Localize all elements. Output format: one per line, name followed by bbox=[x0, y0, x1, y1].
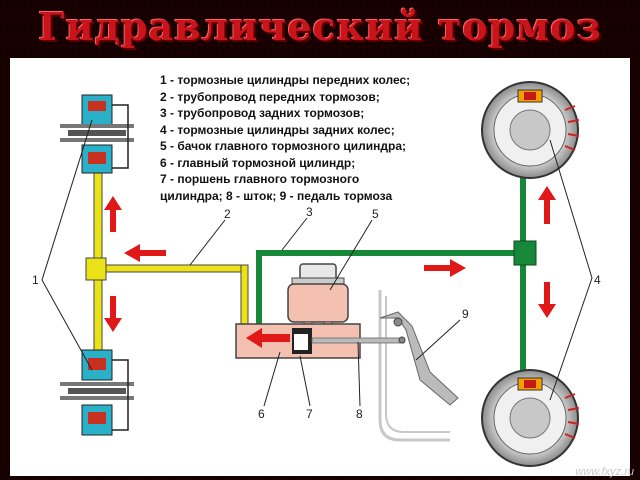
legend-line: 5 - бачок главного тормозного цилиндра; bbox=[160, 139, 406, 153]
front-tee-fitting bbox=[85, 257, 107, 281]
legend-line: 4 - тормозные цилиндры задних колес; bbox=[160, 122, 395, 137]
arrow-down-front bbox=[104, 296, 122, 332]
legend-line: 7 - поршень главного тормозного bbox=[160, 172, 360, 186]
callout-3: 3 bbox=[306, 205, 313, 219]
arrow-down-rear bbox=[538, 282, 556, 318]
pedal-outline bbox=[378, 290, 450, 442]
legend-line: цилиндра; 8 - шток; 9 - педаль тормоза bbox=[160, 188, 393, 203]
arrow-left-master bbox=[246, 328, 290, 348]
arrow-up-front bbox=[104, 196, 122, 232]
callout-1: 1 bbox=[32, 273, 39, 287]
legend-line: 6 - главный тормозной цилиндр; bbox=[160, 155, 356, 170]
rear-brake-line bbox=[256, 140, 537, 380]
legend-line: 1 - тормозные цилиндры передних колес; bbox=[160, 73, 411, 87]
rear-drum-top bbox=[481, 81, 580, 179]
rear-drum-bottom bbox=[481, 369, 580, 467]
legend-line: 3 - трубопровод задних тормозов; bbox=[160, 106, 365, 120]
callout-5: 5 bbox=[372, 207, 379, 221]
front-wheel-top bbox=[60, 94, 134, 174]
watermark: www.fxyz.ru bbox=[575, 466, 634, 478]
rear-tee-fitting bbox=[513, 240, 537, 266]
callout-4: 4 bbox=[594, 273, 601, 287]
flow-arrows bbox=[104, 186, 556, 348]
callout-2: 2 bbox=[224, 207, 231, 221]
slide-title: Гидравлический тормоз bbox=[38, 4, 602, 49]
callout-7: 7 bbox=[306, 407, 313, 421]
callout-6: 6 bbox=[258, 407, 265, 421]
arrow-right-rear bbox=[424, 259, 466, 277]
legend-line: 2 - трубопровод передних тормозов; bbox=[160, 89, 380, 104]
callout-9: 9 bbox=[462, 307, 469, 321]
leader-lines bbox=[41, 119, 593, 407]
arrow-left-front bbox=[124, 244, 166, 262]
callout-8: 8 bbox=[356, 407, 363, 421]
arrow-up-rear bbox=[538, 186, 556, 224]
front-brake-line bbox=[85, 149, 249, 361]
reservoir bbox=[287, 263, 349, 329]
front-wheel-bottom bbox=[60, 349, 134, 436]
brake-pedal bbox=[379, 311, 459, 406]
legend: 1 - тормозные цилиндры передних колес; 2… bbox=[160, 72, 480, 204]
